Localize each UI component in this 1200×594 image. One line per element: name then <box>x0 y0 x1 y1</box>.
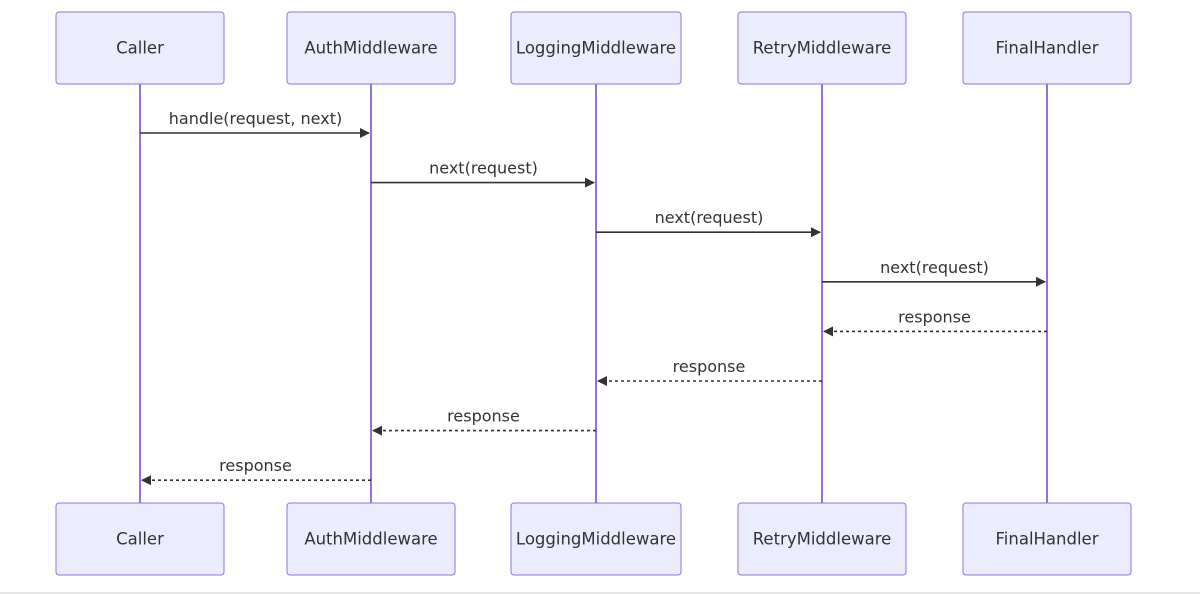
participant-label: AuthMiddleware <box>304 39 437 58</box>
participant-auth-bottom: AuthMiddleware <box>286 502 456 576</box>
message-label: response <box>898 307 971 326</box>
messages: handle(request, next) next(request) next(r… <box>140 109 1047 486</box>
participant-box <box>737 11 907 85</box>
participant-box <box>510 11 682 85</box>
message-label: next(request) <box>429 159 538 178</box>
participant-label: LoggingMiddleware <box>516 530 676 549</box>
message-label: response <box>447 407 520 426</box>
participant-box <box>286 11 456 85</box>
message-label: response <box>219 456 292 475</box>
participant-retry-bottom: RetryMiddleware <box>737 502 907 576</box>
message-7: response <box>372 407 596 436</box>
participant-final-top: FinalHandler <box>962 11 1132 85</box>
participant-logging-top: LoggingMiddleware <box>510 11 682 85</box>
participant-row-top: Caller AuthMiddleware LoggingMiddleware Ret… <box>55 11 1132 85</box>
participant-label: Caller <box>116 530 164 549</box>
participant-box <box>510 502 682 576</box>
participant-label: FinalHandler <box>996 39 1099 58</box>
participant-final-bottom: FinalHandler <box>962 502 1132 576</box>
participant-box <box>962 11 1132 85</box>
message-4: next(request) <box>822 258 1046 287</box>
message-8: response <box>141 456 371 486</box>
participant-label: LoggingMiddleware <box>516 39 676 58</box>
participant-label: RetryMiddleware <box>753 530 892 549</box>
message-label: next(request) <box>655 208 764 227</box>
lifelines <box>139 84 1048 503</box>
participant-box <box>286 502 456 576</box>
message-5: response <box>823 307 1047 337</box>
message-2: next(request) <box>371 159 595 188</box>
participant-label: Caller <box>116 39 164 58</box>
participant-box <box>962 502 1132 576</box>
participant-box <box>55 502 225 576</box>
message-3: next(request) <box>596 208 821 238</box>
participant-retry-top: RetryMiddleware <box>737 11 907 85</box>
participant-caller-top: Caller <box>55 11 225 85</box>
message-1: handle(request, next) <box>140 109 370 138</box>
participant-auth-top: AuthMiddleware <box>286 11 456 85</box>
participant-label: FinalHandler <box>996 530 1099 549</box>
participant-label: AuthMiddleware <box>304 530 437 549</box>
message-label: handle(request, next) <box>169 109 342 128</box>
participant-box <box>737 502 907 576</box>
participant-caller-bottom: Caller <box>55 502 225 576</box>
participant-row-bottom: Caller AuthMiddleware LoggingMiddleware Ret… <box>55 502 1132 576</box>
participant-label: RetryMiddleware <box>753 39 892 58</box>
bottom-divider <box>0 592 1200 594</box>
message-label: next(request) <box>880 258 989 277</box>
participant-box <box>55 11 225 85</box>
participant-logging-bottom: LoggingMiddleware <box>510 502 682 576</box>
message-label: response <box>673 357 746 376</box>
message-6: response <box>597 357 822 386</box>
